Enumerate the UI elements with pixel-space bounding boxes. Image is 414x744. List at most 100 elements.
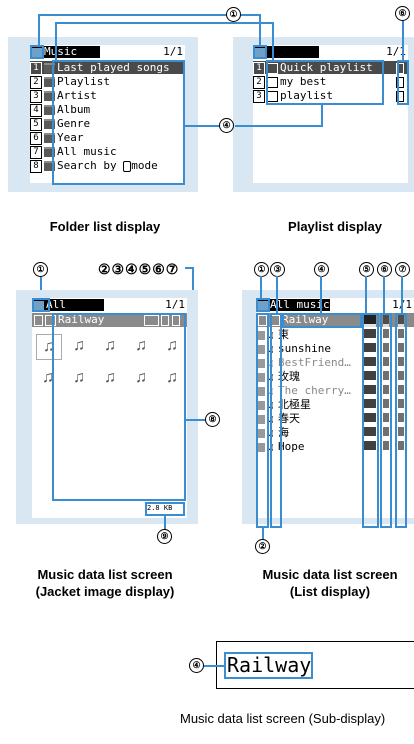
callout-marker: ⑥ — [395, 6, 410, 21]
annotation-frame — [52, 313, 186, 501]
status-icon — [172, 315, 180, 326]
callout-marker: ① — [33, 262, 48, 277]
annotation-frame — [397, 60, 409, 105]
callout-marker: ⑥ — [377, 262, 392, 277]
connector-line — [320, 276, 322, 313]
caption-sub-display: Music data list screen (Sub-display) — [180, 711, 386, 726]
jacket-screen: All music 1/1 Railway ♫ ♫ ♫ ♫ ♫ ♫ ♫ ♫ ♫ … — [32, 298, 187, 518]
annotation-frame — [266, 60, 384, 105]
connector-line — [383, 276, 385, 313]
connector-line — [185, 125, 220, 127]
memory-icon — [34, 314, 43, 326]
connector-line — [55, 22, 57, 60]
folder-icon — [32, 47, 42, 57]
annotation-frame — [224, 652, 313, 679]
folder-icon — [44, 105, 55, 115]
callout-marker: ① — [226, 7, 241, 22]
connector-line — [55, 22, 260, 24]
selected-track-bar: Railway — [32, 313, 187, 327]
music-note-icon: ♫ — [135, 369, 147, 386]
music-note-icon: ♫ — [42, 369, 54, 386]
memory-icon — [258, 344, 265, 354]
callout-marker: ⑦ — [395, 262, 410, 277]
music-note-icon: ♫ — [104, 369, 116, 386]
music-note-icon: ♫ — [166, 369, 178, 386]
music-note-icon: ♫ — [104, 337, 116, 354]
connector-line — [192, 267, 194, 293]
status-icon-column — [383, 315, 389, 453]
folder-icon — [44, 133, 55, 143]
annotation-frame — [253, 45, 267, 59]
status-icon — [396, 63, 404, 74]
folder-icon — [44, 91, 55, 101]
music-note-icon: ♫ — [135, 337, 147, 354]
music-icon — [45, 314, 56, 326]
sub-display-text: Railway — [227, 653, 312, 677]
screen-title: Music — [44, 45, 78, 58]
caption-jacket: Music data list screen(Jacket image disp… — [35, 567, 175, 599]
folder-icon — [258, 300, 268, 310]
folder-icon — [255, 47, 265, 57]
annotation-frame — [380, 313, 392, 528]
jacket-thumb[interactable]: ♫ — [67, 366, 91, 390]
jacket-thumb[interactable]: ♫ — [98, 366, 122, 390]
memory-icon — [258, 358, 265, 368]
music-note-icon: ♫ — [73, 369, 85, 386]
connector-line — [204, 665, 224, 667]
connector-line — [164, 516, 166, 530]
annotation-frame — [270, 313, 282, 528]
folder-icon — [34, 300, 44, 310]
format-icon-column — [364, 315, 376, 453]
jacket-thumb[interactable]: ♫ — [98, 334, 122, 358]
status-icon — [396, 77, 404, 88]
jacket-thumb[interactable]: ♫ — [36, 366, 60, 390]
connector-line — [38, 14, 40, 45]
connector-line — [185, 267, 193, 269]
memory-icon — [258, 386, 265, 396]
callout-marker: ③ — [270, 262, 285, 277]
connector-line — [259, 22, 274, 24]
annotation-frame — [145, 502, 185, 516]
status-icon — [396, 91, 404, 102]
jacket-thumb[interactable]: ♫ — [160, 334, 184, 358]
jacket-thumb[interactable]: ♫ — [160, 366, 184, 390]
callout-marker: ④ — [314, 262, 329, 277]
callout-marker-group: ②③④⑤⑥⑦ — [98, 261, 180, 277]
connector-line — [235, 125, 323, 127]
memory-icon — [258, 330, 265, 340]
folder-icon — [44, 77, 55, 87]
connector-line — [276, 276, 278, 313]
connector-line — [240, 14, 261, 16]
jacket-thumb[interactable]: ♫ — [129, 366, 153, 390]
file-size: 2.8 KB — [147, 504, 173, 512]
callout-marker: ⑨ — [157, 529, 172, 544]
connector-line — [186, 419, 206, 421]
status-icon-column — [398, 315, 404, 453]
annotation-frame — [256, 313, 269, 528]
page-indicator: 1/1 — [386, 45, 406, 58]
annotation-frame — [30, 45, 44, 59]
callout-marker: ⑧ — [205, 412, 220, 427]
annotation-frame — [32, 298, 50, 312]
sub-display-frame — [216, 641, 414, 689]
memory-icon — [258, 428, 265, 438]
connector-line — [402, 20, 404, 60]
page-indicator: 1/1 — [163, 45, 183, 58]
jacket-thumb[interactable]: ♫ — [129, 334, 153, 358]
memory-icon — [258, 372, 265, 382]
page-indicator: 1/1 — [165, 298, 185, 311]
callout-marker: ④ — [219, 118, 234, 133]
mode-key-icon — [123, 160, 132, 172]
jacket-thumb[interactable]: ♫ — [67, 334, 91, 358]
